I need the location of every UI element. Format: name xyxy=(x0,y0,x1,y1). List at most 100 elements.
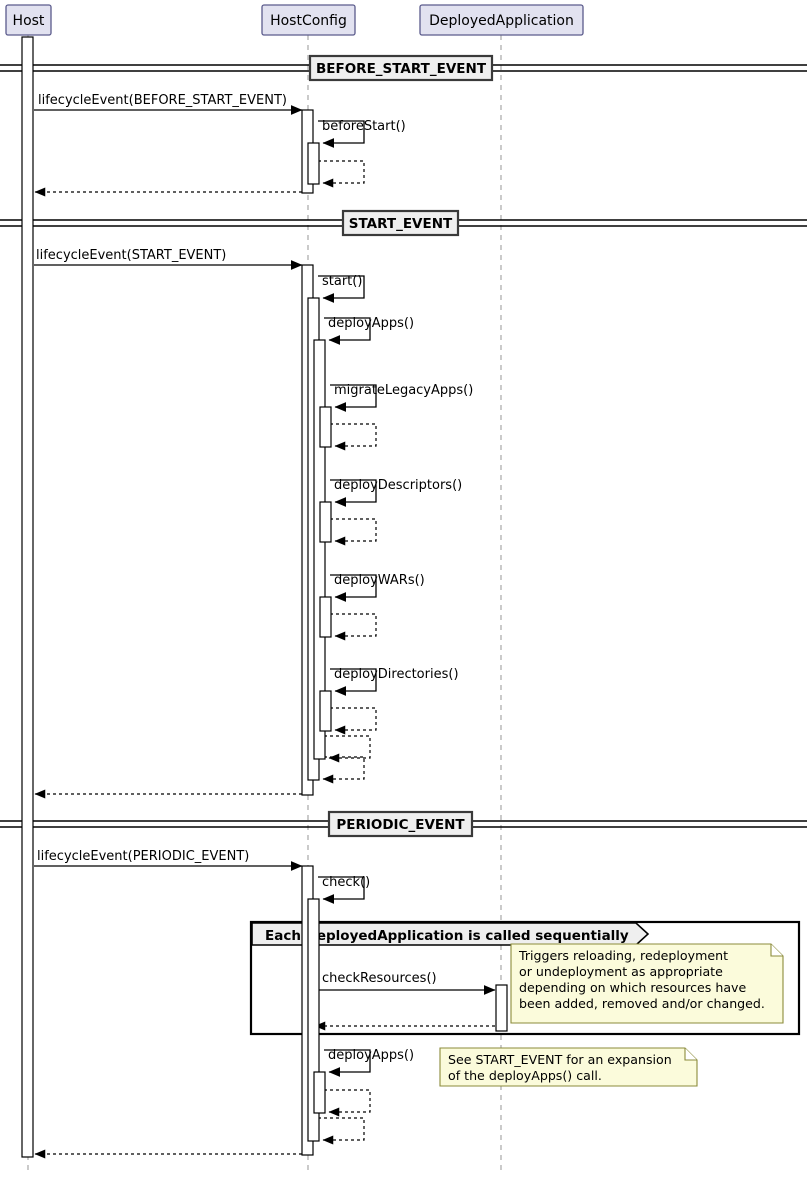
msg-periodic-check-return xyxy=(318,1117,365,1145)
msg-start-return-loop xyxy=(318,756,365,784)
msg-deploywars-return-loop xyxy=(330,613,377,641)
msg-periodic-deployapps-return-loop xyxy=(324,1089,371,1117)
msg-deploydirectories-self-loop xyxy=(330,668,377,696)
msg-deployapps-return-loop xyxy=(324,735,371,763)
group-each-deployed-application-label: Each DeployedApplication is called seque… xyxy=(265,928,629,944)
note-check-resources-line: Triggers reloading, redeployment xyxy=(518,948,728,963)
msg-periodic-deployapps-self-label: deployApps() xyxy=(328,1048,414,1063)
note-check-resources-line: been added, removed and/or changed. xyxy=(519,996,765,1011)
msg-periodic-deployapps-self-loop xyxy=(324,1049,371,1077)
groups-group: Each DeployedApplication is called seque… xyxy=(249,920,801,1036)
activation-hostconfig-deployapps xyxy=(313,339,326,760)
divider-before-start: BEFORE_START_EVENT xyxy=(0,54,807,82)
msg-migratelegacyapps-self-loop xyxy=(330,384,377,412)
msg-migratelegacyapps-return-loop xyxy=(330,423,377,451)
msg-deploydescriptors-self-loop xyxy=(330,479,377,507)
participant-label-deployedapplication: DeployedApplication xyxy=(429,13,574,29)
msg-deploydescriptors-return xyxy=(330,518,377,546)
lifelines-group xyxy=(27,35,502,1172)
msg-lifecycle-start-label: lifecycleEvent(START_EVENT) xyxy=(36,248,226,263)
msg-deployapps-self-label: deployApps() xyxy=(328,316,414,331)
msg-deploydescriptors-self: deployDescriptors() xyxy=(330,478,462,507)
msg-lifecycle-periodic-label: lifecycleEvent(PERIODIC_EVENT) xyxy=(37,849,249,864)
msg-deploydirectories-return-loop xyxy=(330,707,377,735)
participant-box-deployedapplication[interactable] xyxy=(419,4,584,36)
msg-start-return xyxy=(318,756,365,784)
group-each-deployed-application-tab xyxy=(251,922,650,946)
participant-box-host[interactable] xyxy=(5,4,52,36)
messages-group: lifecycleEvent(BEFORE_START_EVENT)before… xyxy=(34,93,496,1159)
participant-label-hostconfig: HostConfig xyxy=(270,13,347,29)
msg-deploydirectories-self: deployDirectories() xyxy=(330,667,459,696)
msg-deploywars-self-loop xyxy=(330,574,377,602)
msg-lifecycle-periodic: lifecycleEvent(PERIODIC_EVENT) xyxy=(34,849,303,871)
msg-check-self: check() xyxy=(318,875,370,904)
dividers-group: BEFORE_START_EVENT START_EVENT PERIODIC_EV… xyxy=(0,54,807,838)
participant-host[interactable]: Host xyxy=(5,4,52,36)
msg-checkresources-label: checkResources() xyxy=(322,971,437,986)
msg-deploydescriptors-return-loop xyxy=(330,518,377,546)
activations-group xyxy=(21,36,508,1158)
msg-deploydirectories-self-label: deployDirectories() xyxy=(334,667,459,682)
msg-start-self: start() xyxy=(318,274,365,303)
msg-checkresources: checkResources() xyxy=(314,971,496,995)
msg-periodic-deployapps-return xyxy=(324,1089,371,1117)
divider-start-box xyxy=(341,209,460,237)
activation-hostconfig-check xyxy=(307,898,320,1142)
msg-deploydirectories-return xyxy=(330,707,377,735)
msg-deploydescriptors-self-label: deployDescriptors() xyxy=(334,478,462,493)
msg-before-start-self-return-loop xyxy=(318,160,365,188)
divider-periodic-box xyxy=(327,810,474,838)
msg-lifecycle-before-start: lifecycleEvent(BEFORE_START_EVENT) xyxy=(34,93,303,115)
msg-deploywars-self: deployWARs() xyxy=(330,573,425,602)
participants-group: Host HostConfig DeployedApplication xyxy=(5,4,584,36)
note-check-resources-line: or undeployment as appropriate xyxy=(519,964,723,979)
msg-deploywars-return xyxy=(330,613,377,641)
activation-hostconfig-migratelegacyapps xyxy=(319,406,332,448)
msg-periodic-deployapps-self: deployApps() xyxy=(324,1048,414,1077)
msg-migratelegacyapps-self: migrateLegacyApps() xyxy=(330,383,473,412)
note-deploy-apps-line: See START_EVENT for an expansion xyxy=(448,1052,672,1067)
note-check-resources-line: depending on which resources have xyxy=(519,980,747,995)
divider-start-label: START_EVENT xyxy=(349,216,453,232)
msg-deployapps-self-loop xyxy=(324,317,371,345)
participant-box-hostconfig[interactable] xyxy=(261,4,356,36)
msg-check-self-loop xyxy=(318,876,365,904)
activation-hostconfig-deploywars xyxy=(319,596,332,638)
activation-hostconfig-periodic-deployapps xyxy=(313,1071,326,1114)
note-deploy-apps-box xyxy=(439,1047,698,1087)
group-each-deployed-application-frame xyxy=(249,920,801,1036)
activation-hostconfig-deploydescriptors xyxy=(319,501,332,543)
msg-before-start-self: beforeStart() xyxy=(318,119,406,148)
note-check-resources-fold xyxy=(770,944,783,957)
divider-start: START_EVENT xyxy=(0,209,807,237)
msg-deploywars-self-label: deployWARs() xyxy=(334,573,425,588)
activation-host xyxy=(21,36,34,1158)
msg-migratelegacyapps-return xyxy=(330,423,377,451)
msg-before-start-self-label: beforeStart() xyxy=(322,119,406,134)
activation-deployedapplication-checkresources xyxy=(495,984,508,1032)
msg-start-self-label: start() xyxy=(322,274,362,289)
participant-label-host: Host xyxy=(13,13,45,29)
divider-periodic: PERIODIC_EVENT xyxy=(0,810,807,838)
msg-before-start-self-loop xyxy=(318,120,365,148)
participant-hostconfig[interactable]: HostConfig xyxy=(261,4,356,36)
msg-lifecycle-start: lifecycleEvent(START_EVENT) xyxy=(34,248,303,270)
msg-before-start-self-return xyxy=(318,160,365,188)
group-each-deployed-application: Each DeployedApplication is called seque… xyxy=(249,920,801,1036)
activation-hostconfig-deploydirectories xyxy=(319,690,332,732)
note-check-resources-box xyxy=(510,943,784,1024)
msg-start-self-loop xyxy=(318,275,365,303)
participant-deployedapplication[interactable]: DeployedApplication xyxy=(419,4,584,36)
msg-deployapps-return xyxy=(324,735,371,763)
msg-periodic-check-return-loop xyxy=(318,1117,365,1145)
msg-deployapps-self: deployApps() xyxy=(324,316,414,345)
divider-periodic-label: PERIODIC_EVENT xyxy=(336,817,465,833)
activation-hostconfig-before-start-self xyxy=(307,142,320,185)
divider-before-start-box xyxy=(308,54,494,82)
divider-before-start-label: BEFORE_START_EVENT xyxy=(316,61,487,77)
